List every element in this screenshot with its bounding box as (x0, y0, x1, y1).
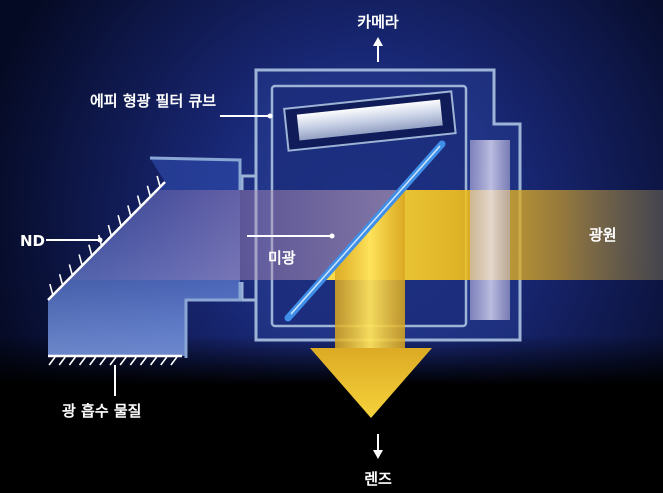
absorber-hatch-mark (48, 356, 56, 366)
light-source-label: 광원 (589, 226, 617, 244)
absorber-label: 광 흡수 물질 (62, 402, 141, 420)
nd-hatch-mark (146, 185, 152, 197)
nd-hatch-mark (78, 254, 83, 266)
emission-filter-assembly (283, 90, 457, 152)
absorber-hatch-mark (109, 356, 117, 366)
nd-hatch-mark (88, 244, 93, 256)
camera-label: 카메라 (357, 13, 399, 31)
stray-light-beam (68, 190, 401, 280)
absorber-hatch-mark (160, 356, 168, 366)
absorber-hatch-mark (119, 356, 127, 366)
dichroic-mirror-highlight (290, 145, 441, 315)
stray-light-leader-dot (329, 233, 335, 239)
nd-hatch-mark (156, 175, 161, 188)
camera-arrow-head (373, 37, 383, 46)
left-arm-outline (149, 156, 242, 358)
nd-hatch-marks (49, 175, 161, 296)
excitation-arrow-head (310, 348, 432, 418)
absorber-hatch-mark (99, 356, 107, 366)
absorber-hatch-mark (78, 356, 87, 366)
nd-hatch-mark (58, 274, 64, 286)
stray-light-label: 미광 (268, 249, 296, 267)
absorber-hatch-mark (149, 356, 158, 366)
nd-hatch-mark (68, 264, 74, 276)
absorber-hatch-mark (89, 356, 97, 366)
nd-hatch-mark (127, 205, 132, 217)
excitation-beam-down (335, 186, 405, 350)
absorber-hatch-mark (129, 356, 137, 366)
nd-filter (47, 181, 166, 301)
nd-hatch-mark (107, 224, 113, 237)
emission-filter (296, 99, 443, 141)
absorber-hatch-mark (58, 356, 66, 366)
nd-hatch-mark (49, 283, 54, 296)
absorber-hatch-mark (68, 356, 77, 366)
excitation-filter (470, 140, 510, 320)
absorber-hatch-mark (139, 356, 148, 366)
nd-hatch-mark (117, 215, 122, 227)
nd-leader-dot (97, 237, 103, 243)
lens-arrow-head (373, 450, 383, 459)
absorber-hatch-mark (170, 356, 178, 366)
nd-hatch-mark (136, 195, 142, 207)
filter-cube-label: 에피 형광 필터 큐브 (90, 92, 216, 110)
filter-cube-leader-dot (267, 113, 273, 119)
nd-label: ND (20, 232, 45, 250)
absorber-hatch-marks (48, 356, 178, 366)
cube-entry-port (240, 174, 256, 302)
lens-label: 렌즈 (364, 470, 392, 488)
